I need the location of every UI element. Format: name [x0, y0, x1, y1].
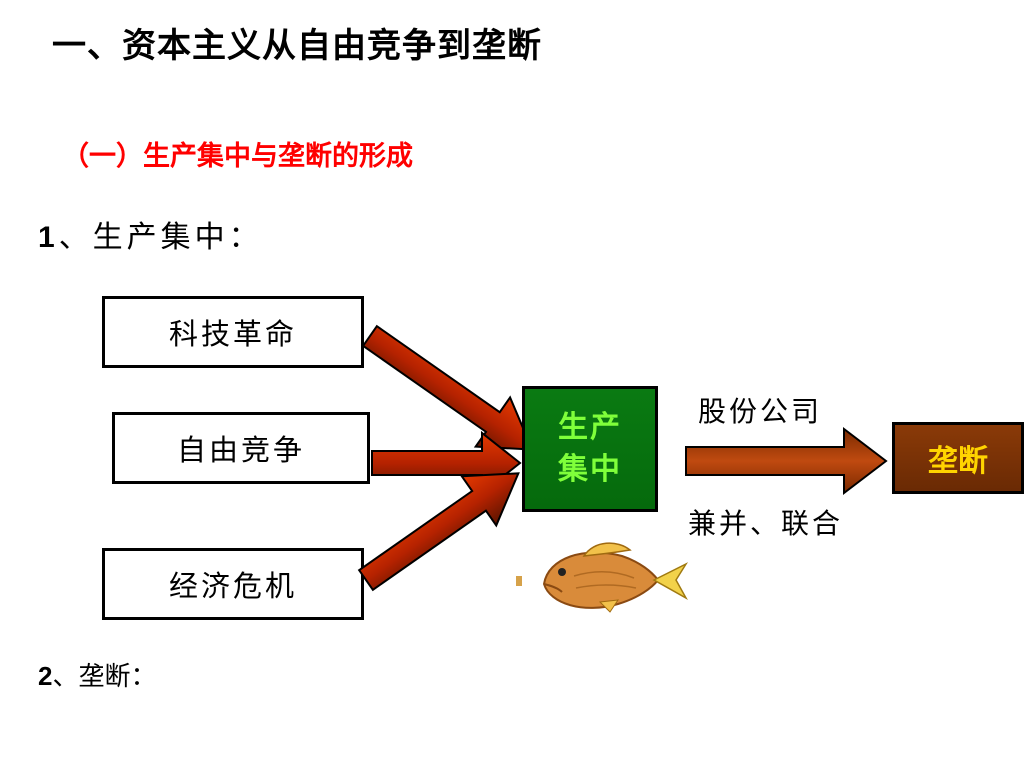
center-line-1: 生产 — [558, 410, 622, 445]
arrow-crisis-to-concentration — [357, 472, 520, 592]
point-2-text: 、垄断： — [52, 662, 157, 692]
point-2-heading: 2、垄断： — [38, 656, 156, 693]
section-subtitle: （一）生产集中与垄断的形成 — [62, 141, 413, 172]
slide-title: 一、资本主义从自由竞争到垄断 — [52, 26, 542, 66]
arrow-tech-to-concentration — [361, 324, 534, 451]
point-1-text: 、生产集中： — [58, 220, 263, 255]
label-joint-stock-company: 股份公司 — [698, 395, 823, 428]
arrow-concentration-to-monopoly — [685, 426, 888, 496]
point-1-heading: 1、生产集中： — [38, 212, 263, 256]
cause-box-free-competition: 自由竞争 — [112, 412, 370, 484]
label-merger-alliance: 兼并、联合 — [688, 507, 844, 540]
fish-icon — [516, 542, 689, 613]
point-2-number: 2 — [38, 661, 53, 691]
monopoly-box: 垄断 — [892, 422, 1024, 494]
production-concentration-box: 生产 集中 — [522, 386, 658, 512]
cause-box-tech-revolution: 科技革命 — [102, 296, 364, 368]
cause-box-economic-crisis: 经济危机 — [102, 548, 364, 620]
center-line-2: 集中 — [558, 452, 622, 487]
point-1-number: 1 — [38, 221, 59, 254]
